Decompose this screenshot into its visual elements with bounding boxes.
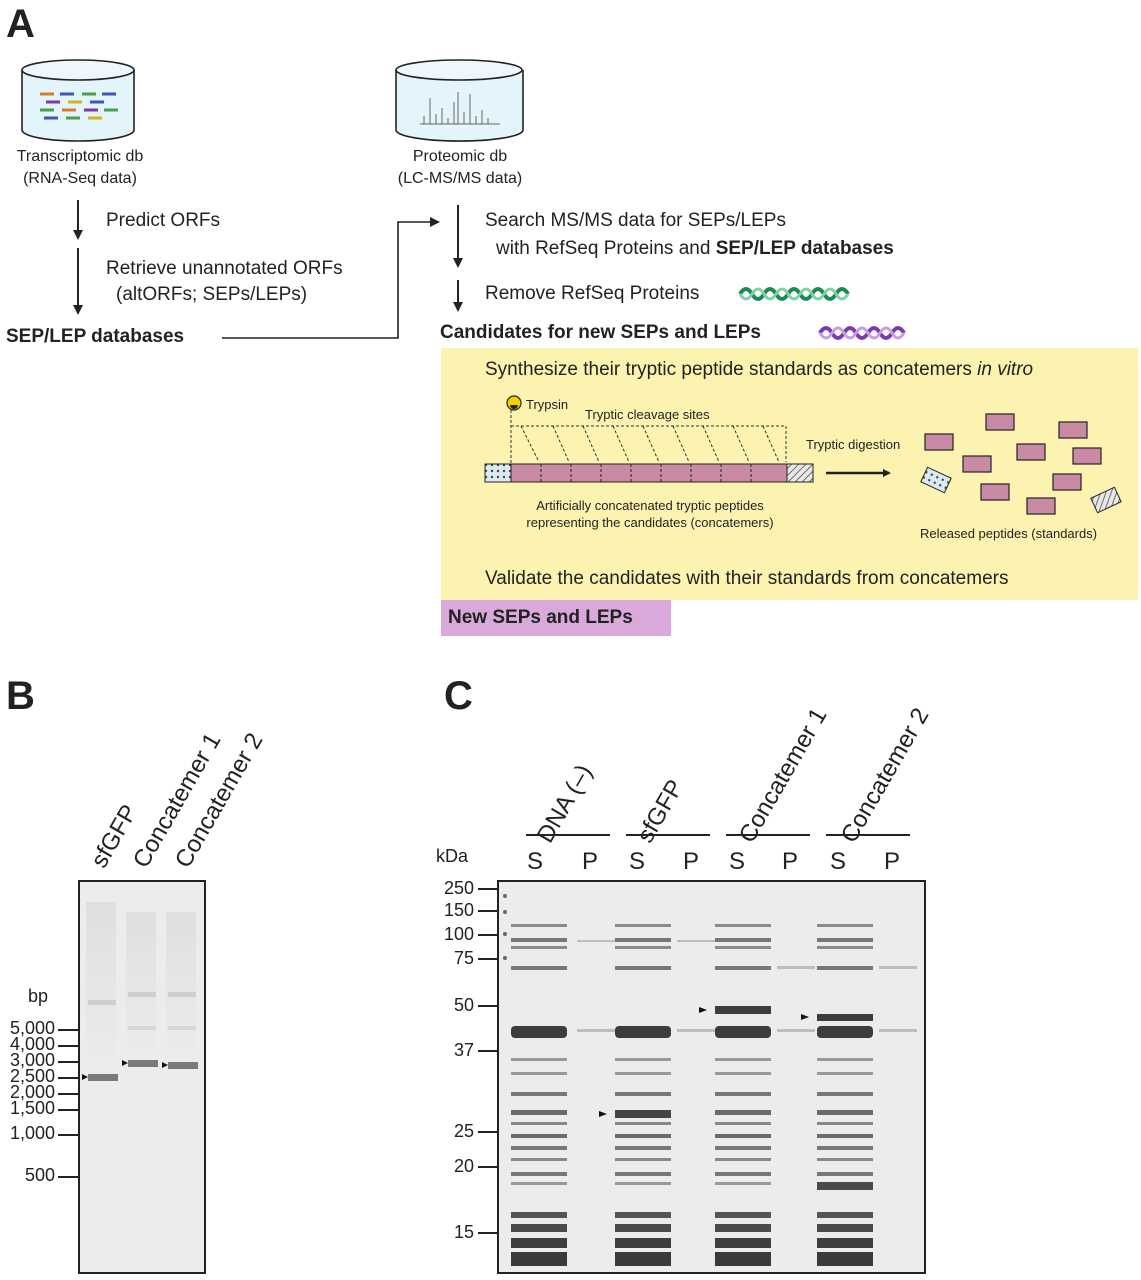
sub-label-p1: P: [582, 848, 599, 875]
transcriptomic-db-line2: (RNA-Seq data): [23, 170, 137, 187]
trypsin-label: Trypsin: [526, 397, 569, 412]
validate-label: Validate the candidates with their stand…: [485, 568, 1009, 589]
proteomic-db-line1: Proteomic db: [412, 148, 508, 165]
kda-marker-100: 100: [443, 924, 474, 944]
sub-label-s4: S: [830, 848, 847, 875]
bp-marker-3000: 3,000: [9, 1050, 55, 1070]
agarose-gel: [78, 880, 206, 1274]
released-peptides-label: Released peptides (standards): [920, 526, 1098, 541]
bp-marker-2000: 2,000: [9, 1082, 55, 1102]
search-line2-bold: SEP/LEP databases: [715, 238, 894, 259]
cleavage-sites-label: Tryptic cleavage sites: [585, 407, 710, 422]
transcriptomic-db-icon: [21, 59, 135, 142]
concatemer-caption-line2: representing the candidates (concatemers…: [526, 515, 774, 530]
bp-marker-ticks: [58, 1029, 78, 1178]
kda-marker-20: 20: [453, 1156, 474, 1176]
search-line2-plain: with RefSeq Proteins and: [496, 238, 716, 259]
sep-lep-databases-label: SEP/LEP databases: [6, 326, 185, 347]
transcriptomic-db-label: Transcriptomic db (RNA-Seq data): [0, 146, 160, 190]
retrieve-orfs-line1: Retrieve unannotated ORFs: [106, 258, 343, 279]
synthesize-label: Synthesize their tryptic peptide standar…: [485, 359, 1033, 381]
panel-label-a: A: [6, 2, 35, 46]
group-underlines: [526, 834, 910, 836]
sub-label-s2: S: [629, 848, 646, 875]
bp-marker-2500: 2,500: [9, 1066, 55, 1086]
kda-marker-50: 50: [453, 995, 474, 1015]
new-seps-leps-box: New SEPs and LEPs: [441, 600, 671, 636]
kda-marker-75: 75: [453, 948, 474, 968]
predict-orfs-label: Predict ORFs: [106, 210, 221, 231]
sub-label-p2: P: [683, 848, 700, 875]
bp-marker-500: 500: [24, 1165, 55, 1185]
bp-marker-4000: 4,000: [9, 1034, 55, 1054]
kda-marker-250: 250: [443, 878, 474, 898]
proteomic-db-label: Proteomic db (LC-MS/MS data): [380, 146, 540, 190]
kda-marker-ticks: [478, 888, 498, 1234]
agarose-gel-bands: [82, 902, 198, 1081]
retrieve-orfs-line2: (altORFs; SEPs/LEPs): [116, 284, 308, 305]
bp-unit-label: bp: [28, 986, 49, 1006]
sds-page-bands: [503, 894, 917, 1266]
proteomic-db-icon: [395, 59, 524, 142]
sds-page-gel: [497, 880, 926, 1274]
remove-refseq-label: Remove RefSeq Proteins: [485, 283, 700, 304]
sub-label-p4: P: [884, 848, 901, 875]
transcriptomic-db-line1: Transcriptomic db: [16, 148, 144, 165]
panel-label-c: C: [444, 674, 473, 718]
tryptic-digestion-label: Tryptic digestion: [806, 437, 901, 452]
concatemer-diagram: [484, 395, 1122, 515]
group-label-concatemer-1: Concatemer 1: [733, 703, 833, 848]
search-line1: Search MS/MS data for SEPs/LEPs: [485, 210, 786, 231]
synthesize-plain: Synthesize their tryptic peptide standar…: [485, 359, 978, 380]
synthesize-italic: in vitro: [977, 359, 1034, 380]
purple-helix-icon: [818, 326, 906, 340]
candidates-label: Candidates for new SEPs and LEPs: [440, 322, 761, 343]
sub-label-s1: S: [527, 848, 544, 875]
group-label-concatemer-2: Concatemer 2: [835, 703, 935, 848]
sub-label-p3: P: [782, 848, 799, 875]
kda-marker-150: 150: [443, 900, 474, 920]
kda-marker-25: 25: [453, 1121, 474, 1141]
sub-label-s3: S: [729, 848, 746, 875]
kda-marker-37: 37: [453, 1040, 474, 1060]
search-line2: with RefSeq Proteins and SEP/LEP databas…: [496, 238, 894, 260]
bp-marker-5000: 5,000: [9, 1018, 55, 1038]
panel-label-b: B: [6, 674, 35, 718]
concatemer-caption: Artificially concatenated tryptic peptid…: [490, 497, 810, 531]
kda-unit-label: kDa: [436, 846, 469, 866]
concatemer-caption-line1: Artificially concatenated tryptic peptid…: [536, 498, 764, 513]
kda-marker-15: 15: [453, 1222, 474, 1242]
proteomic-db-line2: (LC-MS/MS data): [397, 170, 523, 187]
green-helix-icon: [738, 287, 850, 301]
bp-marker-1500: 1,500: [9, 1098, 55, 1118]
bp-marker-1000: 1,000: [9, 1123, 55, 1143]
